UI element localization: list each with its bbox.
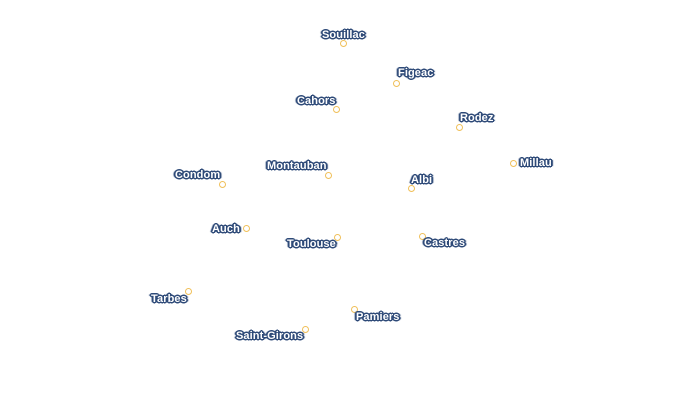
city-marker-souillac[interactable] bbox=[340, 40, 347, 47]
city-marker-saint-girons[interactable] bbox=[302, 326, 309, 333]
city-marker-rodez[interactable] bbox=[456, 124, 463, 131]
city-marker-auch[interactable] bbox=[243, 225, 250, 232]
city-marker-millau[interactable] bbox=[510, 160, 517, 167]
city-label-albi: Albi bbox=[411, 174, 433, 186]
city-marker-cahors[interactable] bbox=[333, 106, 340, 113]
city-marker-figeac[interactable] bbox=[393, 80, 400, 87]
city-label-castres: Castres bbox=[424, 237, 466, 249]
city-marker-condom[interactable] bbox=[219, 181, 226, 188]
city-marker-albi[interactable] bbox=[408, 185, 415, 192]
city-label-souillac: Souillac bbox=[322, 29, 365, 41]
city-label-pamiers: Pamiers bbox=[356, 311, 400, 323]
city-label-auch: Auch bbox=[212, 223, 240, 235]
city-label-cahors: Cahors bbox=[297, 95, 336, 107]
city-marker-toulouse[interactable] bbox=[334, 234, 341, 241]
city-label-millau: Millau bbox=[520, 157, 552, 169]
city-label-saint-girons: Saint-Girons bbox=[236, 330, 304, 342]
city-label-toulouse: Toulouse bbox=[287, 238, 336, 250]
city-marker-castres[interactable] bbox=[419, 233, 426, 240]
city-label-tarbes: Tarbes bbox=[151, 293, 187, 305]
city-label-rodez: Rodez bbox=[460, 112, 494, 124]
city-label-condom: Condom bbox=[175, 169, 221, 181]
city-label-figeac: Figeac bbox=[398, 67, 434, 79]
city-marker-pamiers[interactable] bbox=[351, 306, 358, 313]
city-marker-tarbes[interactable] bbox=[185, 288, 192, 295]
city-marker-montauban[interactable] bbox=[325, 172, 332, 179]
city-label-montauban: Montauban bbox=[267, 160, 327, 172]
